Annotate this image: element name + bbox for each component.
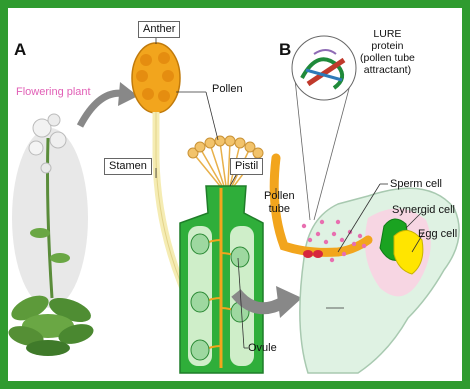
sperm-cell-2 <box>313 250 323 258</box>
panel-a-letter: A <box>14 40 26 60</box>
diagram-panel: A B Flowering plant Anther Pollen Stamen… <box>8 8 462 381</box>
anther-label: Anther <box>138 21 180 38</box>
ovule-label: Ovule <box>248 342 277 355</box>
flowering-plant-label: Flowering plant <box>16 86 91 99</box>
anther-shape <box>132 43 180 113</box>
pollen-label: Pollen <box>212 83 243 96</box>
stamen-label: Stamen <box>104 158 152 175</box>
panel-b-letter: B <box>279 40 291 60</box>
lure-protein-label: LURE protein (pollen tube attractant) <box>360 28 415 76</box>
pistil-to-ovule-arrowhead <box>276 286 302 318</box>
sperm-cell-label: Sperm cell <box>390 178 442 191</box>
lure-circle <box>292 36 356 100</box>
sperm-cell-1 <box>303 250 313 258</box>
pistil-label: Pistil <box>230 158 263 175</box>
pollen-tube-label: Pollen tube <box>264 190 295 215</box>
synergid-cell-label: Synergid cell <box>392 204 455 217</box>
egg-cell-label: Egg cell <box>418 228 457 241</box>
